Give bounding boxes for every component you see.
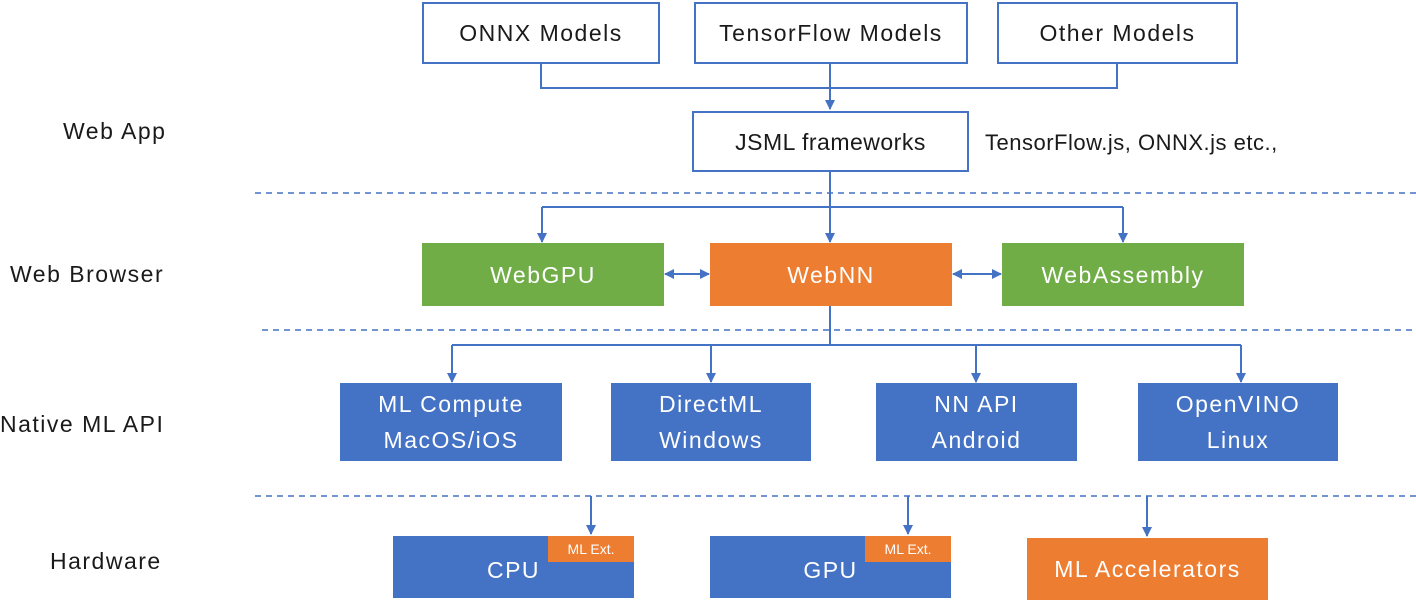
frameworks-examples-note: TensorFlow.js, ONNX.js etc., <box>985 130 1278 155</box>
cpu-box: ML Ext. CPU <box>393 536 634 598</box>
layer-label-web-app: Web App <box>63 118 167 144</box>
directml-label: DirectML <box>658 391 763 417</box>
nn-api-label: NN API <box>934 391 1019 417</box>
layer-label-web-browser: Web Browser <box>10 261 165 287</box>
openvino-box: OpenVINO Linux <box>1138 383 1338 461</box>
ml-compute-box: ML Compute MacOS/iOS <box>340 383 562 461</box>
frameworks-branch-connector <box>542 172 1123 208</box>
layer-label-hardware: Hardware <box>50 548 162 574</box>
ml-compute-platform: MacOS/iOS <box>383 427 519 453</box>
gpu-box: ML Ext. GPU <box>710 536 951 598</box>
gpu-ml-ext-badge: ML Ext. <box>865 536 951 562</box>
gpu-label: GPU <box>803 557 858 583</box>
jsml-frameworks-label: JSML frameworks <box>735 128 926 155</box>
other-models-box: Other Models <box>997 2 1238 64</box>
onnx-models-label: ONNX Models <box>459 20 623 46</box>
other-models-label: Other Models <box>1039 20 1196 46</box>
webassembly-box: WebAssembly <box>1002 243 1244 306</box>
jsml-frameworks-box: JSML frameworks <box>692 111 969 172</box>
tensorflow-models-label: TensorFlow Models <box>719 20 943 46</box>
directml-platform: Windows <box>659 427 763 453</box>
webnn-box: WebNN <box>710 243 952 306</box>
cpu-label: CPU <box>486 557 541 583</box>
cpu-ml-ext-badge: ML Ext. <box>548 536 634 562</box>
ml-accelerators-label: ML Accelerators <box>1054 556 1241 582</box>
webassembly-label: WebAssembly <box>1041 261 1205 288</box>
webgpu-label: WebGPU <box>490 261 596 288</box>
ml-compute-label: ML Compute <box>378 391 524 417</box>
layer-label-native-ml-api: Native ML API <box>0 411 165 437</box>
openvino-platform: Linux <box>1206 427 1270 453</box>
directml-box: DirectML Windows <box>611 383 811 461</box>
tensorflow-models-box: TensorFlow Models <box>694 2 968 64</box>
openvino-label: OpenVINO <box>1175 391 1301 417</box>
models-merge-connector <box>540 64 1118 89</box>
webgpu-box: WebGPU <box>422 243 664 306</box>
ml-accelerators-box: ML Accelerators <box>1027 538 1268 600</box>
onnx-models-box: ONNX Models <box>422 2 660 64</box>
webnn-label: WebNN <box>787 261 875 288</box>
nn-api-platform: Android <box>931 427 1022 453</box>
webnn-branch-connector <box>452 306 1241 346</box>
nn-api-box: NN API Android <box>876 383 1077 461</box>
